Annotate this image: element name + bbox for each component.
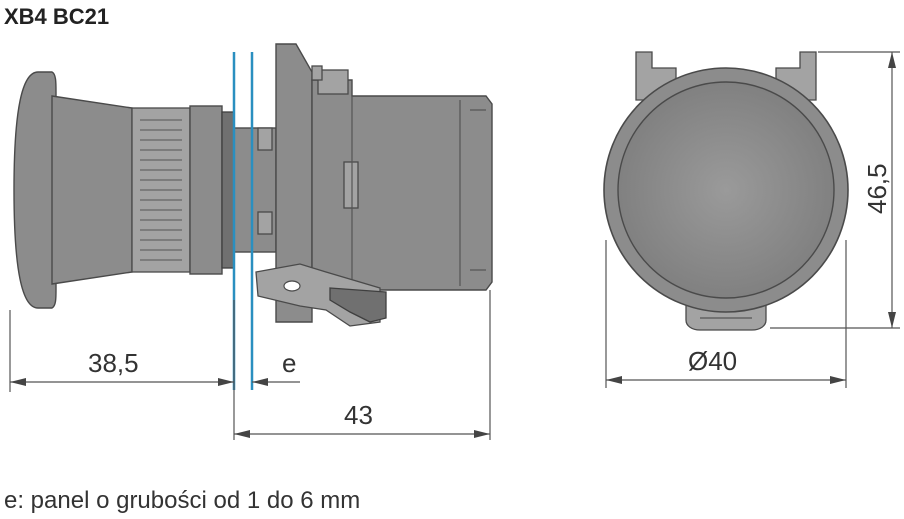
- bezel-ring: [221, 111, 235, 269]
- dimension-diameter: Ø40: [605, 240, 847, 388]
- dimension-label-head-depth: 38,5: [88, 348, 139, 378]
- front-view: [603, 51, 849, 331]
- dimension-label-panel-thickness: e: [282, 348, 296, 378]
- mushroom-face: [617, 81, 835, 299]
- top-clip-latch: [311, 65, 323, 81]
- side-latch: [343, 161, 359, 209]
- collar-tab-top: [257, 127, 273, 151]
- drawing-title: XB4 BC21: [4, 4, 109, 29]
- contact-block: [311, 79, 493, 301]
- head-collar: [51, 95, 133, 285]
- screw-hole: [283, 280, 301, 292]
- dimension-label-height: 46,5: [862, 163, 892, 214]
- knurl-lines: [140, 119, 182, 261]
- block-grooves: [470, 109, 486, 271]
- mushroom-head: [13, 71, 57, 309]
- top-clip: [317, 69, 349, 95]
- dimension-panel-thickness: e: [252, 348, 300, 386]
- terminal-spring: [329, 287, 387, 323]
- collar-tab-bottom: [257, 211, 273, 235]
- dimension-height: 46,5: [770, 51, 900, 329]
- side-view: [13, 43, 493, 327]
- dimension-label-body-depth: 43: [344, 400, 373, 430]
- panel-thickness-note: e: panel o grubości od 1 do 6 mm: [4, 487, 360, 514]
- dimension-label-diameter: Ø40: [688, 346, 737, 376]
- dimension-body-depth: 43: [234, 400, 490, 438]
- front-bezel: [189, 105, 223, 275]
- dimension-head-depth: 38,5: [10, 348, 234, 386]
